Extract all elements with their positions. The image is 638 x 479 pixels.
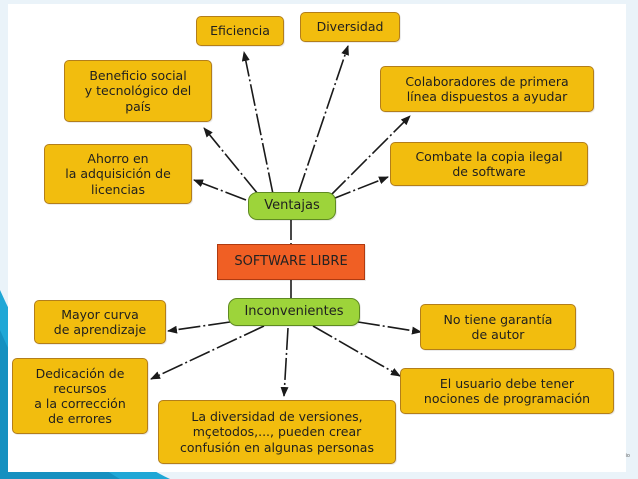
diagram-canvas: SOFTWARE LIBRE Ventajas Inconvenientes E… bbox=[8, 4, 626, 472]
curva-label: Mayor curva de aprendizaje bbox=[53, 306, 147, 337]
diversidad-node: Diversidad bbox=[300, 12, 400, 42]
arrow-to-beneficio bbox=[203, 127, 259, 195]
usuario-node: El usuario debe tener nociones de progra… bbox=[400, 368, 614, 414]
arrow-to-diversidad-versiones bbox=[280, 327, 289, 397]
diversidad-label: Diversidad bbox=[316, 19, 384, 35]
colaboradores-label: Colaboradores de primera línea dispuesto… bbox=[405, 73, 569, 104]
diversidad-versiones-label: La diversidad de versiones, mçetodos,...… bbox=[180, 409, 374, 455]
beneficio-node: Beneficio social y tecnológico del país bbox=[64, 60, 212, 122]
garantia-label: No tiene garantía de autor bbox=[443, 311, 553, 342]
dedicacion-node: Dedicación de recursos a la corrección d… bbox=[12, 358, 148, 434]
arrow-to-usuario bbox=[312, 325, 401, 377]
colaboradores-node: Colaboradores de primera línea dispuesto… bbox=[380, 66, 594, 112]
diversidad-versiones-node: La diversidad de versiones, mçetodos,...… bbox=[158, 400, 396, 464]
inconvenientes-label: Inconvenientes bbox=[244, 304, 344, 320]
arrow-to-curva bbox=[167, 321, 231, 334]
beneficio-label: Beneficio social y tecnológico del país bbox=[84, 68, 192, 114]
central-node: SOFTWARE LIBRE bbox=[217, 244, 365, 280]
combate-node: Combate la copia ilegal de software bbox=[390, 142, 588, 186]
usuario-label: El usuario debe tener nociones de progra… bbox=[423, 375, 591, 406]
connector-arrows bbox=[150, 45, 422, 397]
dedicacion-label: Dedicación de recursos a la corrección d… bbox=[34, 365, 126, 427]
ahorro-node: Ahorro en la adquisición de licencias bbox=[44, 144, 192, 204]
curva-node: Mayor curva de aprendizaje bbox=[34, 300, 166, 344]
arrow-to-dedicacion bbox=[150, 325, 265, 380]
arrow-to-eficiencia bbox=[241, 51, 274, 195]
arrow-to-combate bbox=[329, 176, 389, 201]
central-label: SOFTWARE LIBRE bbox=[234, 254, 348, 270]
garantia-node: No tiene garantía de autor bbox=[420, 304, 576, 350]
eficiencia-node: Eficiencia bbox=[196, 16, 284, 46]
arrow-to-colaboradores bbox=[329, 115, 411, 197]
footer-mark: io bbox=[625, 453, 630, 459]
ventajas-label: Ventajas bbox=[264, 198, 320, 214]
inconvenientes-node: Inconvenientes bbox=[228, 298, 360, 326]
combate-label: Combate la copia ilegal de software bbox=[415, 148, 563, 179]
eficiencia-label: Eficiencia bbox=[210, 23, 270, 39]
ventajas-node: Ventajas bbox=[248, 192, 336, 220]
ahorro-label: Ahorro en la adquisición de licencias bbox=[65, 151, 171, 197]
arrow-to-garantia bbox=[357, 321, 422, 335]
arrow-to-diversidad bbox=[297, 45, 349, 195]
arrow-to-ahorro bbox=[193, 179, 247, 201]
